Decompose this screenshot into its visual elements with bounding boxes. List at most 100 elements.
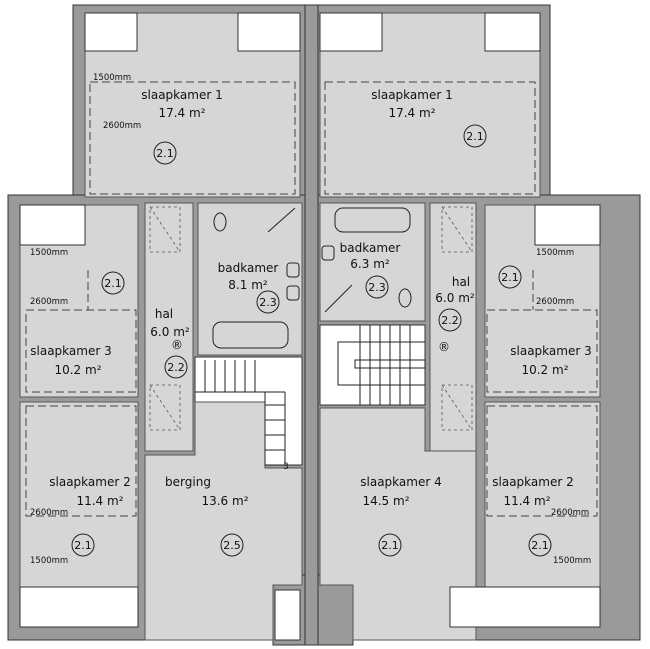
shafts — [149, 206, 473, 431]
plan-label: 1500mm — [93, 73, 131, 83]
plan-label: 2.2 — [441, 314, 459, 327]
plan-shape — [486, 405, 598, 517]
plan-shape — [267, 207, 296, 233]
riser-icon: ® — [171, 338, 183, 352]
dimension-labels: 1500mm 2600mm 1500mm 2600mm 1500mm 2600m… — [30, 73, 591, 566]
room-name: slaapkamer 1 — [371, 88, 452, 102]
room-hal-right — [429, 202, 477, 452]
window-recess — [274, 589, 301, 641]
room-hal-left — [144, 202, 194, 452]
window-recess — [19, 586, 139, 628]
room-name: slaapkamer 1 — [141, 88, 222, 102]
plan-label: 2.2 — [167, 361, 185, 374]
room-area: 8.1 m² — [228, 278, 268, 292]
plan-shape — [354, 359, 426, 369]
height-lines — [25, 81, 598, 517]
stair-treads — [195, 325, 426, 466]
room-area: 14.5 m² — [362, 494, 409, 508]
window-recess — [84, 12, 138, 52]
plan-label: 2.1 — [104, 277, 122, 290]
plan-shape — [164, 355, 188, 379]
stair-number: 3 — [283, 462, 288, 472]
plan-label: 2.1 — [381, 539, 399, 552]
plan-label: 1500mm — [30, 248, 68, 258]
plan-label: 2600mm — [551, 508, 589, 518]
window-recess — [449, 586, 601, 628]
window-recess — [319, 12, 383, 52]
plan-label: 2600mm — [30, 297, 68, 307]
plan-label: 2.5 — [223, 539, 241, 552]
window-recess — [237, 12, 301, 52]
room-area: 6.0 m² — [435, 291, 475, 305]
plan-shape — [256, 290, 280, 314]
room-area: 6.0 m² — [150, 325, 190, 339]
room-codes: 2.1 2.1 2.1 2.1 2.3 2.3 2.2 2.2 2.1 2.1 … — [71, 124, 552, 557]
plan-shape — [220, 533, 244, 557]
room-area: 11.4 m² — [76, 494, 123, 508]
room-name: berging — [165, 475, 211, 489]
window-recess — [534, 204, 601, 246]
sink-icon — [286, 262, 300, 278]
room-name: badkamer — [218, 261, 279, 275]
plan-shape — [71, 533, 95, 557]
plan-shape — [463, 124, 487, 148]
toilet-icon — [398, 288, 412, 308]
plan-label: 2.1 — [501, 271, 519, 284]
plan-label: 2.3 — [259, 296, 277, 309]
riser-symbols: ® ® 3 — [171, 338, 450, 472]
plan-shape — [324, 81, 536, 195]
window-recess — [19, 204, 86, 246]
plan-shape — [441, 206, 473, 253]
room-name: slaapkamer 2 — [492, 475, 573, 489]
room-name: slaapkamer 3 — [30, 344, 111, 358]
stairs-right — [319, 324, 426, 406]
plan-label: 2.1 — [74, 539, 92, 552]
party-wall — [304, 4, 319, 646]
left-unit — [19, 12, 303, 641]
plan-shape — [365, 275, 389, 299]
room-area: 6.3 m² — [350, 257, 390, 271]
plan-shape — [153, 141, 177, 165]
plan-shape — [486, 309, 598, 393]
plan-label: 2.1 — [466, 130, 484, 143]
plan-shape — [149, 206, 181, 253]
toilet-icon — [213, 212, 227, 232]
plan-label: 2.1 — [531, 539, 549, 552]
window-recess — [484, 12, 541, 52]
room-berging — [144, 401, 303, 641]
plan-label: 2.1 — [156, 147, 174, 160]
plan-label: 1500mm — [536, 248, 574, 258]
plan-label: 1500mm — [30, 556, 68, 566]
room-name: slaapkamer 2 — [49, 475, 130, 489]
plan-shape — [25, 405, 137, 517]
room-area: 10.2 m² — [521, 363, 568, 377]
sanitary-fixtures — [212, 207, 412, 349]
plan-shape — [25, 309, 137, 393]
plan-shape — [337, 341, 425, 386]
plan-shape — [498, 265, 522, 289]
plan-label: 2.3 — [368, 281, 386, 294]
right-unit — [319, 12, 601, 641]
room-area: 17.4 m² — [388, 106, 435, 120]
bathtub-icon — [334, 207, 411, 233]
plan-shape — [149, 384, 181, 431]
room-slaapkamer-2-left — [19, 401, 139, 588]
room-name: hal — [452, 275, 470, 289]
plan-label: 1500mm — [553, 556, 591, 566]
sink-icon — [321, 245, 335, 261]
room-area: 17.4 m² — [158, 106, 205, 120]
bathtub-icon — [212, 321, 289, 349]
plan-label: 2600mm — [30, 508, 68, 518]
room-labels: slaapkamer 1 17.4 m² slaapkamer 1 17.4 m… — [30, 88, 591, 508]
plan-shape — [89, 81, 296, 195]
sink-icon — [286, 285, 300, 301]
room-name: slaapkamer 3 — [510, 344, 591, 358]
room-name: badkamer — [340, 241, 401, 255]
plan-shape — [101, 271, 125, 295]
room-area: 11.4 m² — [503, 494, 550, 508]
plan-shape — [264, 392, 286, 466]
room-area: 13.6 m² — [201, 494, 248, 508]
plan-shape — [324, 284, 353, 313]
plan-shape — [441, 384, 473, 431]
